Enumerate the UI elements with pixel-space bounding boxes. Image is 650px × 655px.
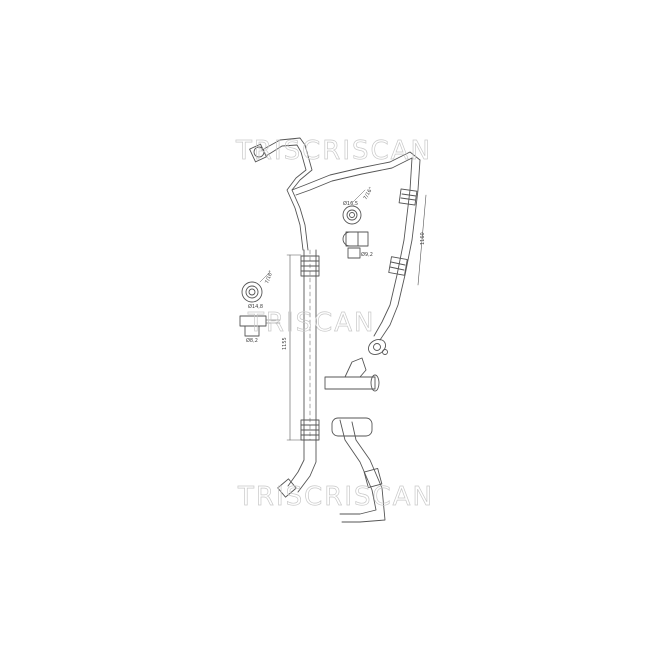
lower-right-hose (331, 417, 386, 523)
dimension-main-length: 1155 (282, 337, 288, 350)
detail-b-fitting (239, 271, 281, 337)
detail-a-diameter: Ø16,5 (343, 200, 358, 207)
detail-b-diameter: Ø14,8 (248, 303, 263, 310)
detail-a-angle: 7/16" (363, 186, 375, 201)
detail-a-width: Ø9,2 (361, 251, 373, 258)
detail-b-angle: 7/16" (264, 270, 274, 285)
upper-left-pipe-loop (249, 137, 421, 251)
right-pipe (368, 157, 427, 355)
main-vertical-pipe (277, 249, 320, 498)
detail-b-width: Ø8,2 (246, 337, 258, 344)
watermark-middle: TRISCAN (248, 308, 376, 339)
watermark-bottom: TRISCRISCAN (238, 482, 434, 513)
dimension-right-length: 1160 (420, 232, 426, 245)
detail-a-fitting (342, 189, 369, 259)
t-fitting (324, 357, 380, 392)
watermark-top: TRISCRISCAN (236, 136, 432, 167)
